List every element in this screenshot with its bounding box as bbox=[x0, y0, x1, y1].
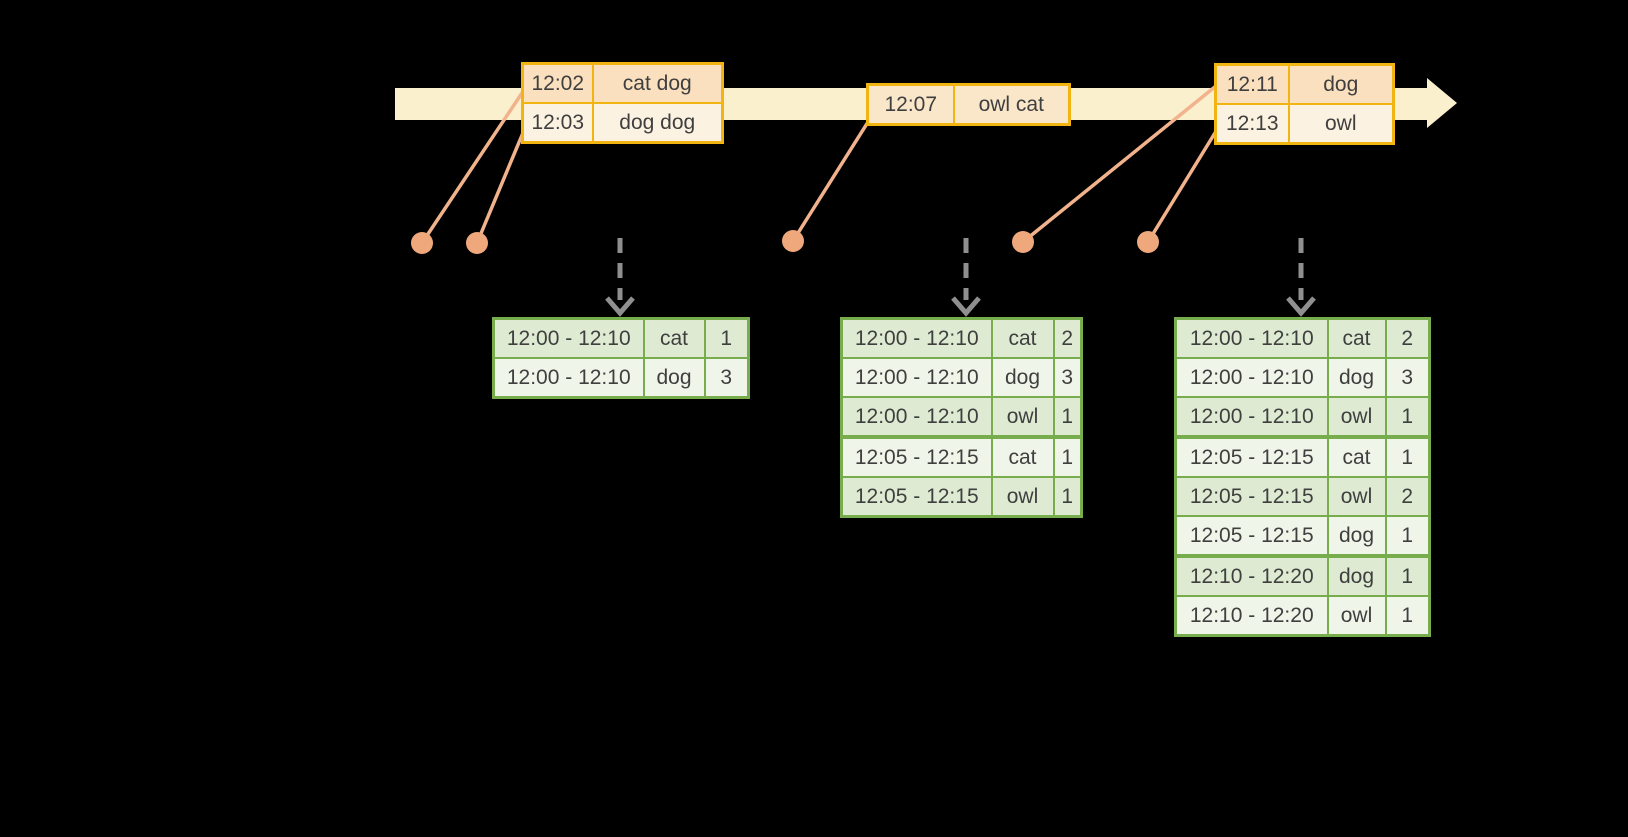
table-row: 12:07 owl cat bbox=[866, 83, 1071, 126]
window-cell: 12:05 - 12:15 bbox=[840, 436, 993, 478]
word-cell: dog bbox=[990, 357, 1055, 398]
event-dot bbox=[411, 232, 433, 254]
connector-line bbox=[420, 89, 526, 244]
word-cell: owl bbox=[1326, 396, 1387, 439]
connector-line bbox=[1146, 127, 1220, 243]
table-row: 12:00 - 12:10 cat 2 bbox=[1174, 317, 1431, 359]
window-cell: 12:05 - 12:15 bbox=[1174, 436, 1329, 478]
table-row: 12:11 dog bbox=[1214, 63, 1395, 105]
table-row: 12:05 - 12:15 cat 1 bbox=[840, 436, 1083, 478]
count-cell: 1 bbox=[1052, 396, 1083, 439]
word-cell: owl bbox=[990, 476, 1055, 518]
table-row: 12:05 - 12:15 dog 1 bbox=[1174, 515, 1431, 558]
table-row: 12:00 - 12:10 cat 2 bbox=[840, 317, 1083, 359]
table-row: 12:00 - 12:10 dog 3 bbox=[492, 357, 750, 399]
event-table-1: 12:02 cat dog 12:03 dog dog bbox=[521, 62, 724, 144]
connector-line bbox=[1021, 84, 1218, 244]
event-dot bbox=[782, 230, 804, 252]
connector-line bbox=[475, 127, 527, 244]
event-table-3: 12:11 dog 12:13 owl bbox=[1214, 63, 1395, 145]
word-cell: dog bbox=[1326, 555, 1387, 597]
table-row: 12:05 - 12:15 owl 1 bbox=[840, 476, 1083, 518]
word-cell: cat bbox=[642, 317, 706, 359]
count-cell: 1 bbox=[1384, 396, 1431, 439]
table-row: 12:10 - 12:20 dog 1 bbox=[1174, 555, 1431, 597]
result-table-3: 12:00 - 12:10 cat 2 12:00 - 12:10 dog 3 … bbox=[1174, 317, 1431, 637]
connector-line bbox=[791, 121, 870, 242]
count-cell: 1 bbox=[1384, 436, 1431, 478]
count-cell: 3 bbox=[1384, 357, 1431, 398]
event-words-cell: cat dog bbox=[591, 62, 724, 104]
word-cell: dog bbox=[1326, 515, 1387, 558]
window-cell: 12:00 - 12:10 bbox=[492, 357, 645, 399]
event-connector-lines bbox=[420, 84, 1220, 244]
word-cell: cat bbox=[990, 317, 1055, 359]
event-dots bbox=[411, 230, 1159, 254]
window-cell: 12:00 - 12:10 bbox=[1174, 357, 1329, 398]
timeline-arrowhead-icon bbox=[1427, 78, 1457, 128]
count-cell: 3 bbox=[703, 357, 750, 399]
count-cell: 2 bbox=[1052, 317, 1083, 359]
event-dot bbox=[1012, 231, 1034, 253]
window-cell: 12:05 - 12:15 bbox=[1174, 476, 1329, 517]
event-dot bbox=[1137, 231, 1159, 253]
event-words-cell: owl bbox=[1287, 103, 1395, 145]
table-row: 12:13 owl bbox=[1214, 103, 1395, 145]
window-cell: 12:00 - 12:10 bbox=[840, 357, 993, 398]
word-cell: owl bbox=[1326, 595, 1387, 637]
table-row: 12:00 - 12:10 dog 3 bbox=[1174, 357, 1431, 398]
window-cell: 12:00 - 12:10 bbox=[492, 317, 645, 359]
event-words-cell: dog dog bbox=[591, 102, 724, 144]
table-row: 12:00 - 12:10 dog 3 bbox=[840, 357, 1083, 398]
table-row: 12:10 - 12:20 owl 1 bbox=[1174, 595, 1431, 637]
trigger-arrowhead-icon bbox=[1286, 296, 1316, 317]
window-cell: 12:10 - 12:20 bbox=[1174, 595, 1329, 637]
event-words-cell: owl cat bbox=[952, 83, 1071, 126]
window-cell: 12:00 - 12:10 bbox=[840, 317, 993, 359]
event-dot bbox=[466, 232, 488, 254]
event-time-cell: 12:03 bbox=[521, 102, 594, 144]
window-cell: 12:00 - 12:10 bbox=[1174, 317, 1329, 359]
count-cell: 1 bbox=[1384, 595, 1431, 637]
table-row: 12:00 - 12:10 cat 1 bbox=[492, 317, 750, 359]
count-cell: 1 bbox=[1384, 555, 1431, 597]
trigger-arrows bbox=[605, 238, 1316, 317]
event-time-cell: 12:13 bbox=[1214, 103, 1290, 145]
count-cell: 1 bbox=[1052, 436, 1083, 478]
table-row: 12:02 cat dog bbox=[521, 62, 724, 104]
count-cell: 2 bbox=[1384, 476, 1431, 517]
event-time-cell: 12:11 bbox=[1214, 63, 1290, 105]
count-cell: 3 bbox=[1052, 357, 1083, 398]
count-cell: 2 bbox=[1384, 317, 1431, 359]
table-row: 12:03 dog dog bbox=[521, 102, 724, 144]
event-words-cell: dog bbox=[1287, 63, 1395, 105]
event-time-cell: 12:02 bbox=[521, 62, 594, 104]
count-cell: 1 bbox=[703, 317, 750, 359]
table-row: 12:05 - 12:15 cat 1 bbox=[1174, 436, 1431, 478]
table-row: 12:05 - 12:15 owl 2 bbox=[1174, 476, 1431, 517]
table-row: 12:00 - 12:10 owl 1 bbox=[1174, 396, 1431, 439]
window-cell: 12:05 - 12:15 bbox=[840, 476, 993, 518]
word-cell: cat bbox=[1326, 317, 1387, 359]
window-cell: 12:00 - 12:10 bbox=[840, 396, 993, 439]
event-table-2: 12:07 owl cat bbox=[866, 83, 1071, 126]
window-cell: 12:05 - 12:15 bbox=[1174, 515, 1329, 558]
result-table-2: 12:00 - 12:10 cat 2 12:00 - 12:10 dog 3 … bbox=[840, 317, 1083, 518]
window-cell: 12:10 - 12:20 bbox=[1174, 555, 1329, 597]
word-cell: dog bbox=[642, 357, 706, 399]
word-cell: cat bbox=[1326, 436, 1387, 478]
count-cell: 1 bbox=[1384, 515, 1431, 558]
trigger-arrowhead-icon bbox=[951, 296, 981, 317]
trigger-arrowhead-icon bbox=[605, 296, 635, 317]
word-cell: dog bbox=[1326, 357, 1387, 398]
word-cell: owl bbox=[1326, 476, 1387, 517]
event-time-cell: 12:07 bbox=[866, 83, 955, 126]
count-cell: 1 bbox=[1052, 476, 1083, 518]
word-cell: owl bbox=[990, 396, 1055, 439]
word-cell: cat bbox=[990, 436, 1055, 478]
window-cell: 12:00 - 12:10 bbox=[1174, 396, 1329, 439]
result-table-1: 12:00 - 12:10 cat 1 12:00 - 12:10 dog 3 bbox=[492, 317, 750, 399]
table-row: 12:00 - 12:10 owl 1 bbox=[840, 396, 1083, 439]
